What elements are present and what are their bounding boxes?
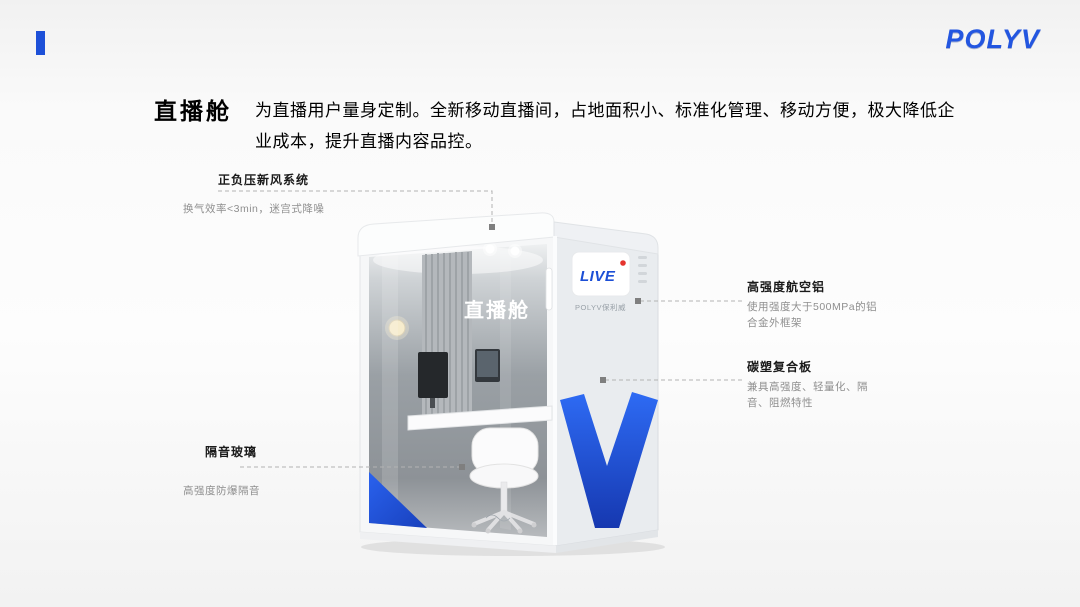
monitor bbox=[418, 352, 448, 408]
callout-aluminum-detail: 使用强度大于500MPa的铝合金外框架 bbox=[747, 301, 878, 329]
door-handle bbox=[545, 267, 553, 311]
callout-ventilation-detail: 换气效率<3min，迷宫式降噪 bbox=[183, 203, 325, 215]
callout-glass-detail: 高强度防爆隔音 bbox=[183, 485, 260, 497]
callout-ventilation-label: 正负压新风系统 bbox=[218, 173, 310, 187]
callout-aluminum: 高强度航空铝 使用强度大于500MPa的铝合金外框架 bbox=[747, 278, 881, 332]
callout-glass-label: 隔音玻璃 bbox=[205, 445, 258, 459]
booth-base bbox=[360, 532, 556, 553]
page-description: 为直播用户量身定制。全新移动直播间，占地面积小、标准化管理、移动方便，极大降低企… bbox=[255, 101, 955, 152]
wall-screen bbox=[475, 349, 500, 382]
callout-panel-detail: 兼具高强度、轻量化、隔音、阻燃特性 bbox=[747, 381, 868, 409]
booth-glass-label: 直播舱 bbox=[464, 298, 530, 322]
polyv-v-mark-icon bbox=[560, 392, 658, 528]
polyv-logo: POLYV bbox=[945, 24, 1040, 54]
callout-panel-label: 碳塑复合板 bbox=[747, 360, 813, 374]
chair-script-decoration bbox=[485, 514, 511, 522]
desk bbox=[407, 405, 553, 431]
live-badge-text: LIVE bbox=[580, 268, 616, 285]
booth-illustration: 直播舱 LIVE POLYV保利威 bbox=[357, 212, 665, 556]
live-red-dot-icon bbox=[620, 260, 626, 266]
badge-caption: POLYV保利威 bbox=[575, 302, 626, 312]
page-title: 直播舱 bbox=[154, 98, 232, 124]
callout-panel: 碳塑复合板 兼具高强度、轻量化、隔音、阻燃特性 bbox=[747, 358, 881, 412]
ceiling-lights-icon bbox=[483, 242, 522, 258]
callout-aluminum-label: 高强度航空铝 bbox=[747, 280, 826, 294]
accent-bar bbox=[36, 31, 45, 55]
live-badge: LIVE bbox=[571, 251, 631, 297]
vent-slots-icon bbox=[638, 256, 647, 283]
wall-lamp-icon bbox=[385, 316, 409, 340]
glass-blue-triangle bbox=[369, 472, 427, 528]
chair bbox=[469, 427, 539, 534]
booth-glass-door: 直播舱 bbox=[369, 242, 553, 537]
